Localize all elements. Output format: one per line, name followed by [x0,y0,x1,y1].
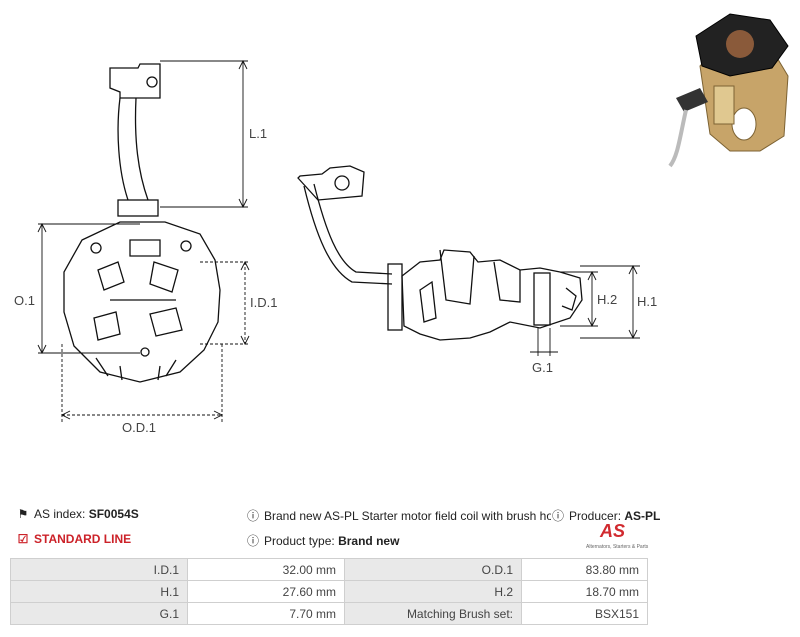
g1-dimension-line [530,328,558,356]
info-icon: ⓘ [246,509,259,523]
terminal-lug [109,63,161,99]
wire-clamp [117,199,159,217]
spec-label: O.D.1 [344,558,522,581]
table-row: G.1 7.70 mm Matching Brush set: BSX151 [10,602,648,625]
spec-label: Matching Brush set: [344,602,522,625]
product-type-label: Product type: [264,534,335,548]
logo-text: AS [600,521,626,541]
h2-dimension-line [560,271,598,327]
as-pl-logo: AS Alternators, Starters & Parts [586,521,656,554]
spec-table: I.D.1 32.00 mm O.D.1 83.80 mm H.1 27.60 … [10,558,648,625]
as-index: ⚑ AS index: SF0054S [16,507,139,521]
producer-value: AS-PL [624,509,661,523]
side-body [401,249,583,341]
spec-label: H.1 [10,580,188,603]
spec-label: H.2 [344,580,522,603]
checkbox-icon: ☑ [17,532,29,546]
id1-dimension-line [200,261,248,345]
info-icon: ⓘ [246,534,259,548]
lead-wire [117,97,149,201]
table-row: H.1 27.60 mm H.2 18.70 mm [10,580,648,603]
dim-o1: O.1 [14,293,35,308]
spec-value: 7.70 mm [187,602,345,625]
spec-value: BSX151 [521,602,648,625]
logo-tagline: Alternators, Starters & Parts [586,544,649,550]
spec-value: 27.60 mm [187,580,345,603]
as-index-label: AS index: [34,507,86,521]
spec-value: 18.70 mm [521,580,648,603]
spec-value: 32.00 mm [187,558,345,581]
product-type-value: Brand new [338,534,400,548]
side-lead-wire [303,183,393,285]
spec-value: 83.80 mm [521,558,648,581]
l1-dimension-line [160,60,248,208]
as-index-value: SF0054S [88,507,139,521]
dim-id1: I.D.1 [250,295,277,310]
producer: ⓘ Producer: AS-PL [551,507,661,524]
producer-label: Producer: [569,509,622,523]
dim-h2: H.2 [597,292,617,307]
brush-plate [63,221,221,383]
info-icon: ⓘ [551,509,564,523]
technical-drawing: L.1 O.1 I.D.1 O.D.1 H.1 H.2 G.1 [14,59,657,435]
side-terminal-lug [297,165,365,201]
description-text: Brand new AS-PL Starter motor field coil… [264,509,570,523]
table-row: I.D.1 32.00 mm O.D.1 83.80 mm [10,558,648,581]
dim-h1: H.1 [637,294,657,309]
product-photo [668,13,789,168]
product-type: ⓘ Product type: Brand new [246,532,399,549]
tag-icon: ⚑ [17,507,29,521]
terminal-hole [146,76,158,88]
dim-g1: G.1 [532,360,553,375]
o1-dimension-line [38,223,140,354]
standard-line-badge: ☑ STANDARD LINE [16,532,132,546]
standard-line-label: STANDARD LINE [34,532,132,546]
h1-dimension-line [580,265,640,339]
dim-od1: O.D.1 [122,420,156,435]
spec-label: G.1 [10,602,188,625]
od1-dimension-line [61,344,223,422]
dim-l1: L.1 [249,126,267,141]
spec-label: I.D.1 [10,558,188,581]
